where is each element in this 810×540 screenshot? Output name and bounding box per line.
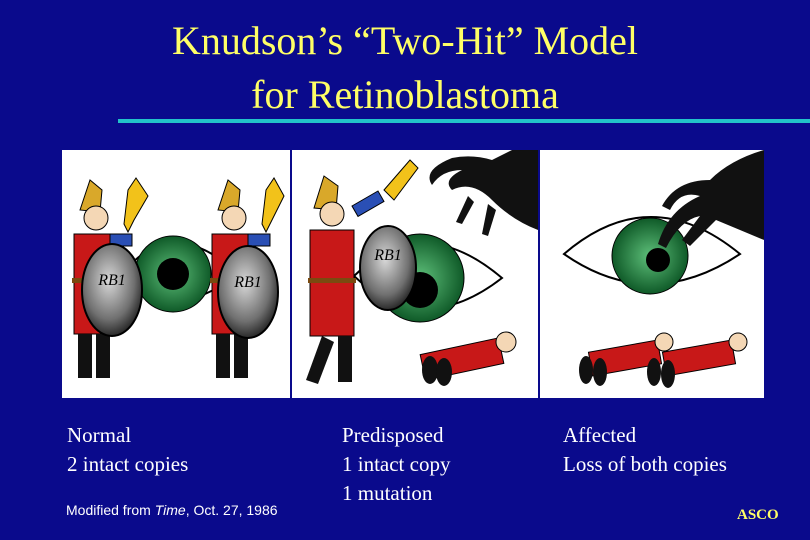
- credit-prefix: Modified from: [66, 502, 155, 518]
- credit-suffix: , Oct. 27, 1986: [185, 502, 278, 518]
- slide-title-line-1: Knudson’s “Two-Hit” Model: [171, 18, 639, 63]
- caption-line: 1 intact copy: [342, 452, 451, 476]
- asco-logo: ASCO: [737, 507, 779, 523]
- caption-line: 2 intact copies: [67, 452, 189, 476]
- affected-illustration: [562, 150, 764, 388]
- claw-hand-icon: [658, 150, 764, 248]
- normal-illustration: RB1 RB1: [72, 177, 285, 378]
- source-credit: Modified from Time, Oct. 27, 1986: [66, 502, 278, 518]
- caption-line: Affected: [563, 423, 637, 447]
- shield-label: RB1: [233, 274, 262, 291]
- caption-affected: Affected Loss of both copies: [563, 421, 727, 479]
- slide-title-line-2: for Retinoblastoma: [251, 72, 559, 117]
- claw-hand-icon: [429, 150, 538, 236]
- caption-line: Predisposed: [342, 423, 444, 447]
- predisposed-illustration: RB1: [306, 150, 538, 386]
- caption-line: Loss of both copies: [563, 452, 727, 476]
- panel-normal: RB1 RB1: [62, 150, 290, 398]
- caption-line: Normal: [67, 423, 132, 447]
- fallen-soldier-icon: [647, 332, 748, 388]
- panel-affected: [540, 150, 764, 398]
- shield-icon: RB1: [81, 243, 143, 337]
- panel-predisposed: RB1: [292, 150, 538, 398]
- caption-predisposed: Predisposed 1 intact copy 1 mutation: [342, 421, 450, 508]
- shield-label: RB1: [97, 272, 126, 289]
- eye-icon: [562, 216, 742, 295]
- shield-icon: RB1: [359, 225, 417, 311]
- title-divider: [118, 119, 810, 123]
- fallen-soldier-icon: [419, 331, 517, 386]
- fallen-soldier-icon: [579, 332, 674, 386]
- eye-icon: [120, 235, 240, 313]
- credit-source: Time: [154, 502, 186, 518]
- shield-icon: RB1: [217, 245, 279, 339]
- soldier-icon: [306, 159, 419, 384]
- shield-label: RB1: [373, 247, 402, 264]
- caption-line: 1 mutation: [342, 481, 433, 505]
- caption-normal: Normal 2 intact copies: [67, 421, 188, 479]
